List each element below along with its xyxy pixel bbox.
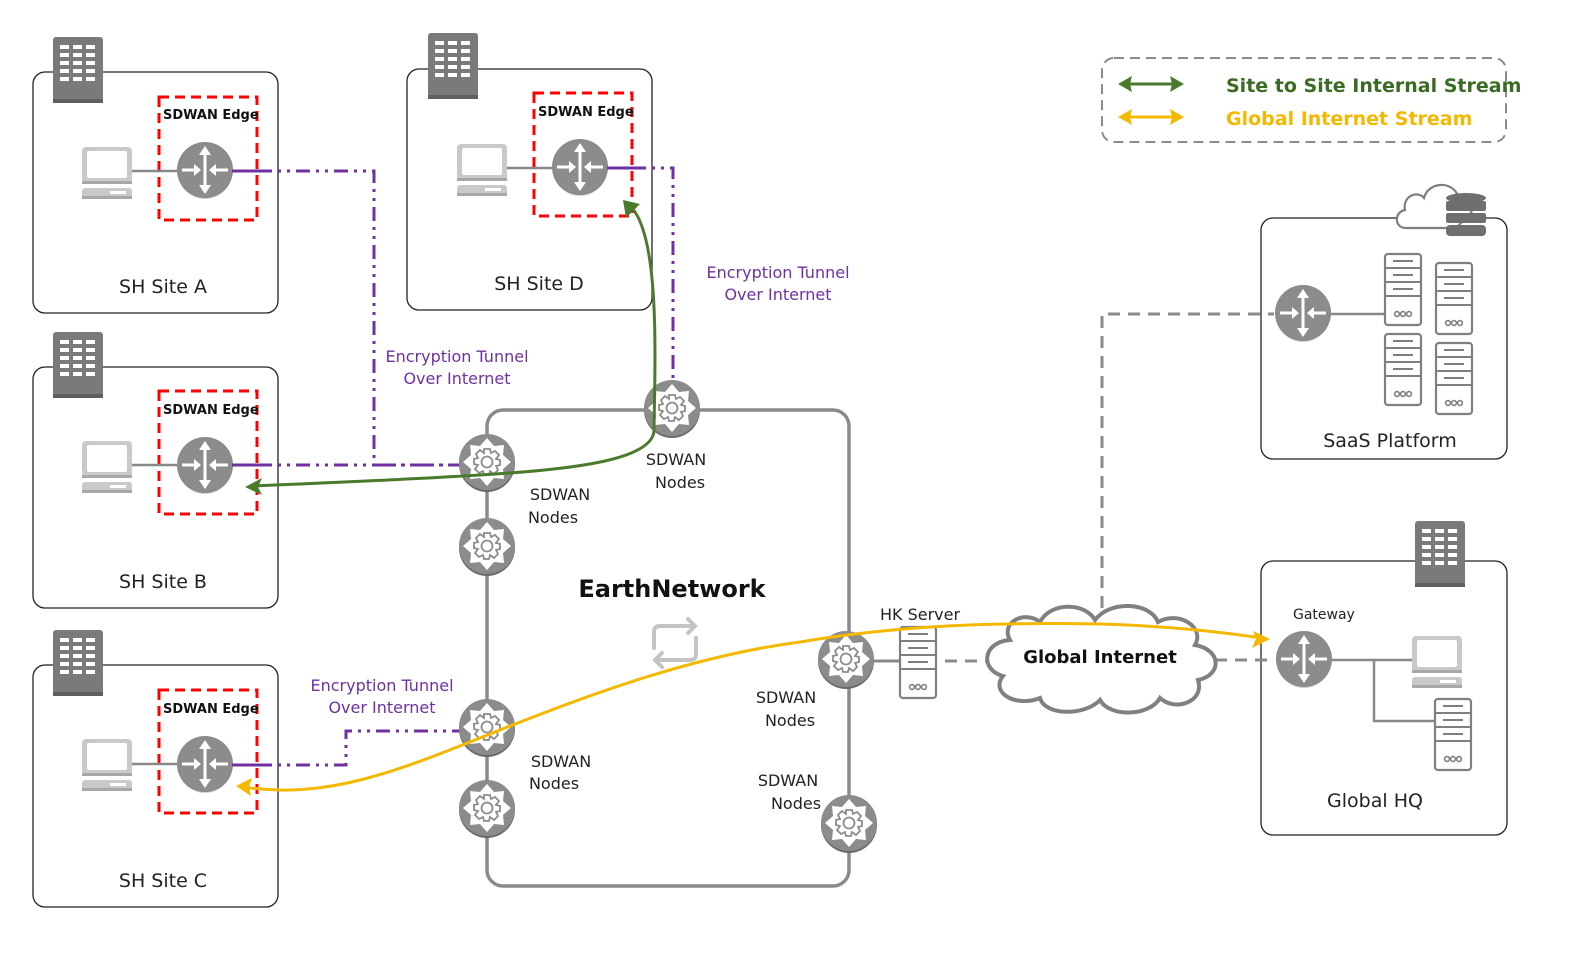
building-icon bbox=[53, 332, 103, 398]
router-icon[interactable] bbox=[175, 435, 235, 496]
site-name: SH Site B bbox=[119, 571, 207, 593]
building-icon bbox=[1415, 521, 1465, 587]
site-to-site-stream bbox=[245, 200, 657, 495]
tunnel-label-d-line1: Encryption Tunnel bbox=[706, 263, 849, 282]
site-d: SDWAN Edge SH Site D bbox=[406, 33, 653, 311]
legend-internal-stream-label: Site to Site Internal Stream bbox=[1226, 75, 1521, 97]
sdwan-edge-box bbox=[532, 91, 634, 218]
server-icon bbox=[1434, 261, 1474, 336]
site-name: SH Site D bbox=[494, 273, 584, 295]
sdwan-nodes-label-1a: SDWAN bbox=[530, 485, 590, 504]
tunnel-label-ab-line2: Over Internet bbox=[403, 369, 510, 388]
gateway-label: Gateway bbox=[1293, 607, 1355, 623]
sdwan-nodes-label-1b: Nodes bbox=[528, 508, 578, 527]
server-icon bbox=[1433, 697, 1473, 772]
encryption-tunnels bbox=[232, 166, 675, 767]
computer-icon bbox=[82, 739, 132, 791]
site-c: SDWAN Edge SH Site C bbox=[32, 630, 279, 908]
sdwan-nodes-label-3b: Nodes bbox=[529, 774, 579, 793]
gateway-router-icon[interactable] bbox=[1274, 629, 1334, 690]
site-name: SH Site C bbox=[119, 870, 207, 892]
tunnel-label-d-line2: Over Internet bbox=[724, 285, 831, 304]
computer-icon bbox=[457, 144, 507, 196]
hk-server-icon bbox=[898, 625, 938, 700]
building-icon bbox=[53, 630, 103, 696]
sdwan-node-icon[interactable] bbox=[820, 794, 878, 854]
sdwan-node-icon[interactable] bbox=[817, 630, 875, 690]
arrowhead-icon bbox=[245, 478, 262, 495]
global-hq: Gateway Global HQ bbox=[1260, 521, 1508, 836]
tunnel-label-c-line1: Encryption Tunnel bbox=[310, 676, 453, 695]
arrowhead-icon bbox=[236, 778, 252, 796]
server-icon bbox=[1383, 332, 1423, 407]
legend-green-arrow-icon bbox=[1118, 76, 1184, 92]
router-icon[interactable] bbox=[550, 137, 610, 198]
router-icon[interactable] bbox=[175, 734, 235, 795]
sdwan-edge-label: SDWAN Edge bbox=[538, 105, 634, 120]
sdwan-node-icon[interactable] bbox=[458, 779, 516, 839]
arrowhead-icon bbox=[1252, 631, 1270, 648]
tunnel-label-ab-line1: Encryption Tunnel bbox=[385, 347, 528, 366]
legend: Site to Site Internal Stream Global Inte… bbox=[1101, 57, 1521, 143]
computer-icon bbox=[82, 441, 132, 493]
sdwan-edge-box bbox=[157, 389, 259, 516]
site-a: SDWAN Edge SH Site A bbox=[32, 37, 279, 314]
computer-icon bbox=[1412, 636, 1462, 688]
sdwan-nodes-label-3a: SDWAN bbox=[531, 752, 591, 771]
sdwan-edge-box bbox=[157, 95, 259, 222]
building-icon bbox=[428, 33, 478, 99]
sdwan-nodes-label-5a: SDWAN bbox=[758, 771, 818, 790]
sdwan-nodes-label-5b: Nodes bbox=[771, 794, 821, 813]
cloud-database-icon bbox=[1395, 183, 1486, 236]
router-icon[interactable] bbox=[1273, 283, 1333, 344]
sdwan-edge-label: SDWAN Edge bbox=[163, 403, 259, 418]
sdwan-edge-label: SDWAN Edge bbox=[163, 702, 259, 717]
saas-platform: SaaS Platform bbox=[1260, 183, 1508, 460]
sdwan-nodes-label-2a: SDWAN bbox=[646, 450, 706, 469]
site-name: SH Site A bbox=[119, 276, 207, 298]
tunnel-label-c-line2: Over Internet bbox=[328, 698, 435, 717]
sdwan-edge-box bbox=[157, 688, 259, 815]
earthnetwork-title: EarthNetwork bbox=[578, 575, 766, 603]
hk-server-label: HK Server bbox=[880, 605, 961, 624]
legend-internet-stream-label: Global Internet Stream bbox=[1226, 108, 1472, 130]
server-icon bbox=[1434, 341, 1474, 416]
building-icon bbox=[53, 37, 103, 103]
saas-platform-label: SaaS Platform bbox=[1323, 430, 1457, 452]
computer-icon bbox=[82, 147, 132, 199]
global-internet-cloud: Global Internet bbox=[985, 604, 1218, 715]
server-icon bbox=[1383, 252, 1423, 327]
sdwan-nodes-label-2b: Nodes bbox=[655, 473, 705, 492]
sdwan-nodes-label-4a: SDWAN bbox=[756, 688, 816, 707]
arrowhead-icon bbox=[623, 200, 640, 218]
global-internet-stream bbox=[236, 621, 1270, 796]
sync-icon bbox=[652, 617, 698, 669]
legend-yellow-arrow-icon bbox=[1118, 109, 1184, 125]
internet-links bbox=[945, 312, 1275, 663]
site-b: SDWAN Edge SH Site B bbox=[32, 332, 279, 609]
sdwan-node-icon[interactable] bbox=[458, 517, 516, 577]
sdwan-edge-label: SDWAN Edge bbox=[163, 108, 259, 123]
router-icon[interactable] bbox=[175, 140, 235, 201]
sdwan-nodes-label-4b: Nodes bbox=[765, 711, 815, 730]
sdwan-node-icon[interactable] bbox=[458, 433, 516, 493]
global-hq-label: Global HQ bbox=[1327, 790, 1423, 812]
sdwan-node-icon[interactable] bbox=[643, 379, 701, 439]
global-internet-label: Global Internet bbox=[1023, 647, 1177, 668]
